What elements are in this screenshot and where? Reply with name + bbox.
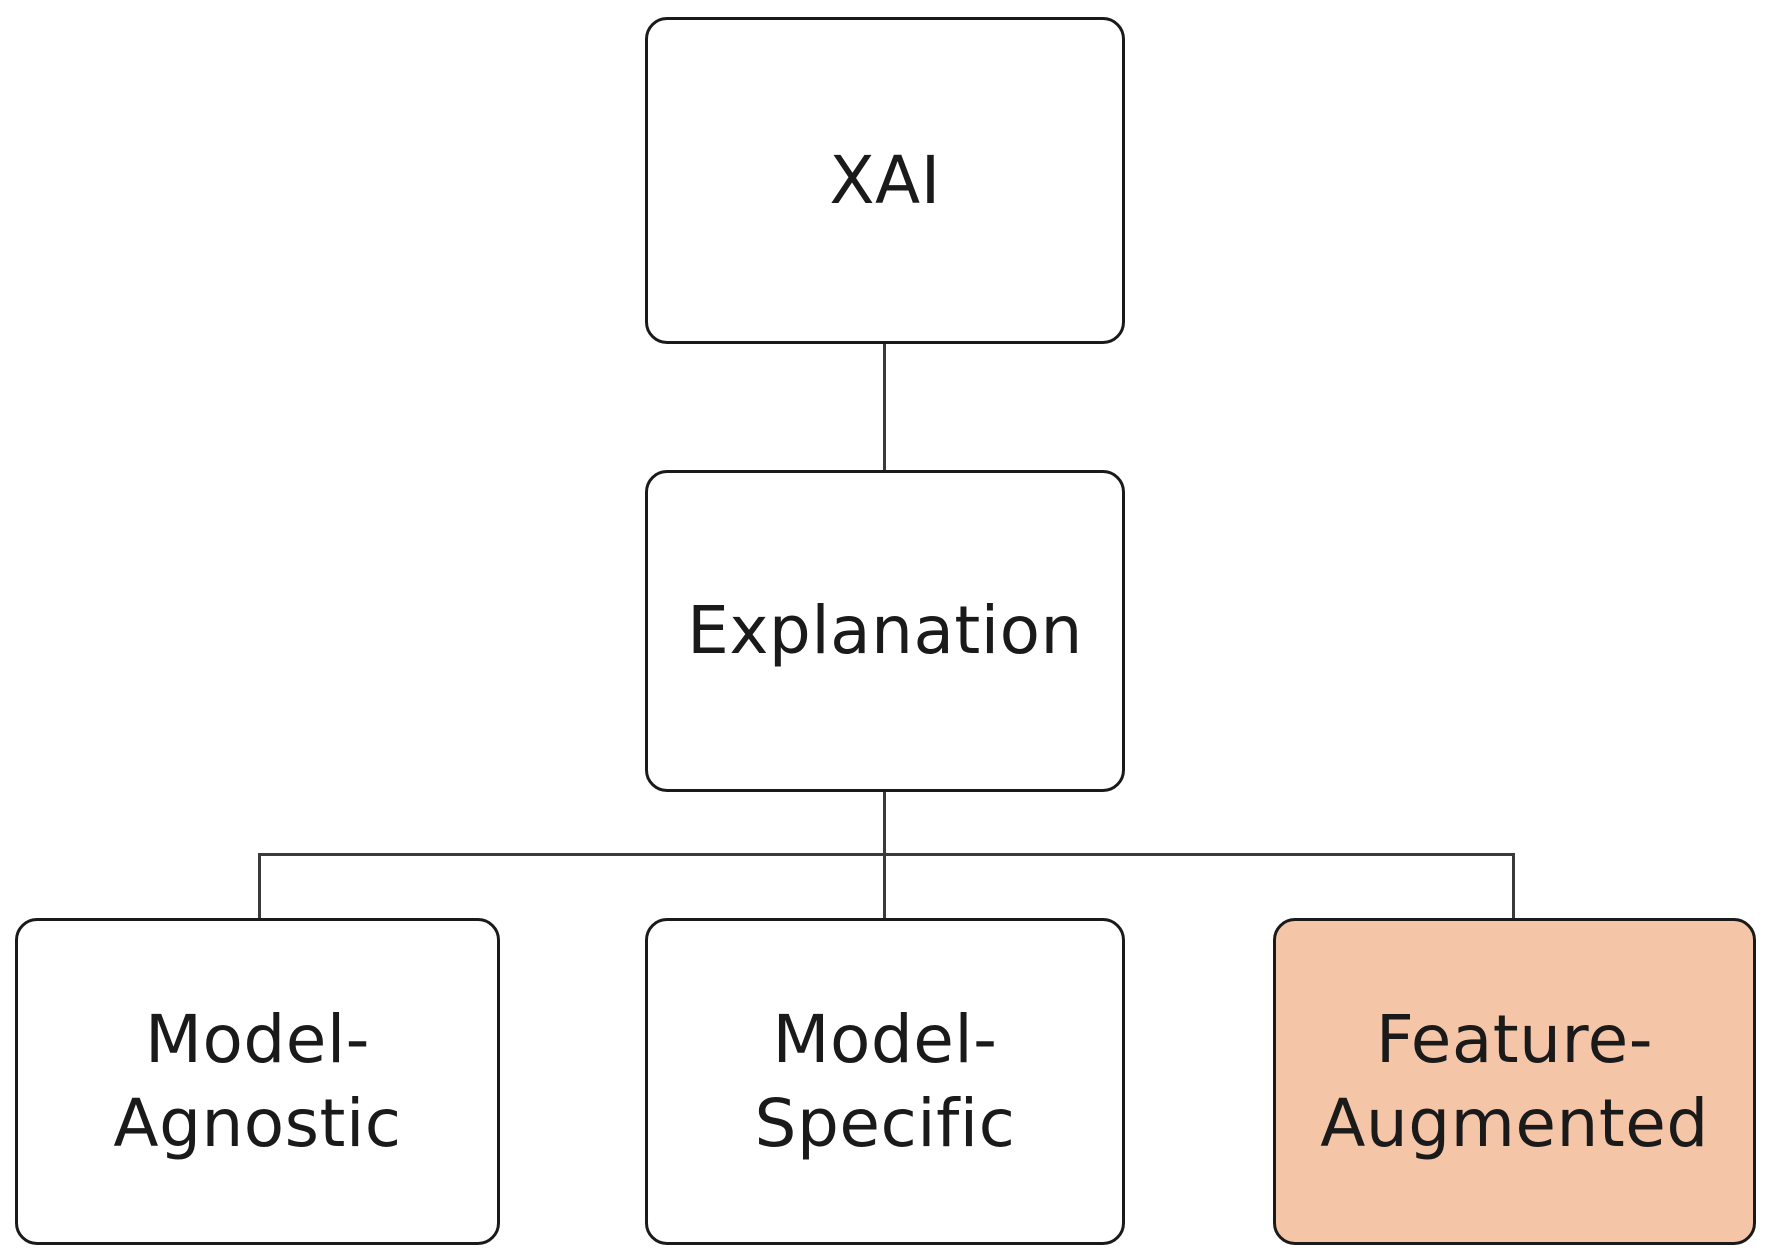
node-model-agnostic-line2: Agnostic — [113, 1084, 402, 1162]
connector-root-to-middle — [883, 342, 886, 472]
node-xai-label: XAI — [829, 141, 941, 219]
node-model-specific-line2: Specific — [754, 1084, 1016, 1162]
node-explanation: Explanation — [645, 470, 1125, 792]
node-model-specific: Model- Specific — [645, 918, 1125, 1245]
connector-to-child-1 — [258, 853, 261, 920]
node-model-specific-line1: Model- — [772, 1000, 998, 1078]
node-feature-augmented: Feature- Augmented — [1273, 918, 1756, 1245]
connector-middle-trunk — [883, 790, 886, 855]
connector-to-child-2 — [883, 853, 886, 920]
node-model-agnostic-line1: Model- — [145, 1000, 370, 1078]
connector-horizontal-bar — [258, 853, 1515, 856]
node-feature-augmented-line2: Augmented — [1320, 1084, 1709, 1162]
node-explanation-label: Explanation — [687, 592, 1083, 669]
connector-to-child-3 — [1512, 853, 1515, 920]
node-feature-augmented-line1: Feature- — [1375, 1000, 1654, 1078]
node-model-agnostic: Model- Agnostic — [15, 918, 500, 1245]
node-xai: XAI — [645, 17, 1125, 344]
